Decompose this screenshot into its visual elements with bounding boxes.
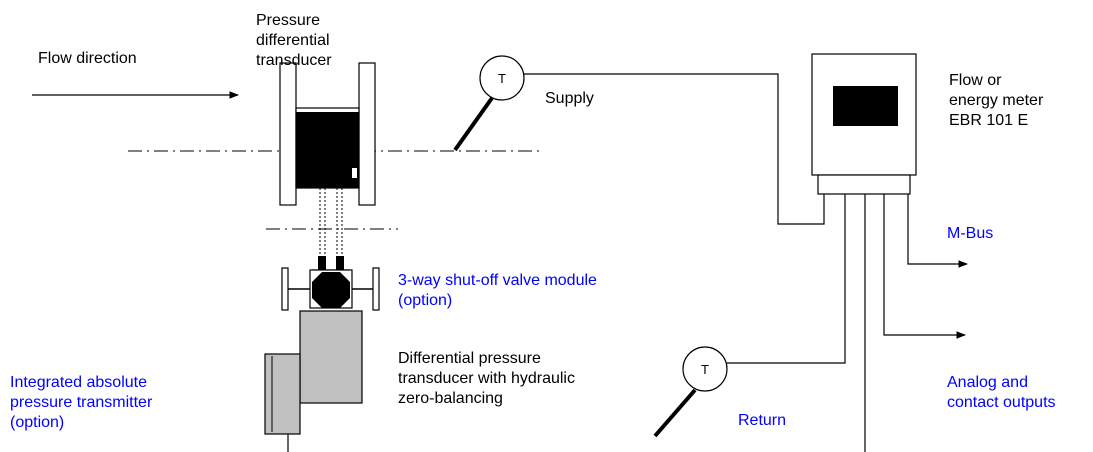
analog-outputs-label: Analog and contact outputs: [947, 374, 1056, 411]
supply-line: [524, 73, 825, 225]
shutoff-valve-module: [281, 256, 380, 311]
valve-module-label: 3-way shut-off valve module (option): [398, 272, 597, 309]
return-temperature-sensor: [653, 346, 728, 438]
pressure-transducer-label: Pressure differential transducer: [256, 12, 332, 69]
return-sensor-symbol: T: [701, 362, 709, 377]
supply-label: Supply: [545, 90, 594, 107]
impulse-lines: [319, 188, 343, 258]
mbus-label: M-Bus: [947, 225, 994, 242]
supply-temperature-sensor: [453, 55, 525, 152]
supply-sensor-symbol: T: [498, 71, 506, 86]
mbus-line: [907, 194, 968, 268]
absolute-transmitter-label: Integrated absolute pressure transmitter…: [10, 374, 153, 431]
meter-label: Flow or energy meter EBR 101 E: [949, 72, 1044, 129]
return-line: [727, 194, 846, 364]
pressure-differential-transducer: [279, 62, 376, 206]
dp-transducer-label: Differential pressure transducer with hy…: [398, 350, 575, 407]
energy-meter: [811, 53, 917, 195]
return-label: Return: [738, 412, 787, 429]
analog-output-line: [883, 194, 966, 339]
dp-transducer-body: [264, 310, 363, 452]
flow-direction-label: Flow direction: [38, 50, 137, 67]
